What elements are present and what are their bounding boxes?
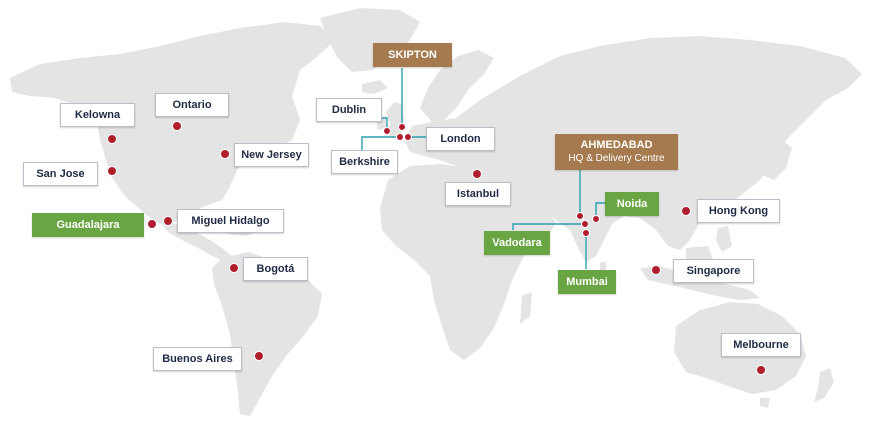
label-ahmedabad[interactable]: AHMEDABAD HQ & Delivery Centre: [555, 134, 678, 170]
noida-connector: [595, 202, 605, 219]
berkshire-connector: [361, 136, 403, 150]
berkshire-marker[interactable]: [396, 133, 404, 141]
philippines-landmass: [716, 226, 732, 252]
label-istanbul[interactable]: Istanbul: [445, 182, 511, 206]
label-buenos-aires[interactable]: Buenos Aires: [153, 347, 242, 371]
ahmedabad-subtitle: HQ & Delivery Centre: [568, 153, 665, 164]
connector-lines: [361, 68, 605, 269]
singapore-marker[interactable]: [651, 265, 661, 275]
new-jersey-marker[interactable]: [220, 149, 230, 159]
sri-lanka-landmass: [600, 262, 606, 272]
greenland-landmass: [320, 8, 420, 72]
label-guadalajara[interactable]: Guadalajara: [32, 213, 144, 237]
label-dublin[interactable]: Dublin: [316, 98, 382, 122]
label-singapore[interactable]: Singapore: [673, 259, 754, 283]
label-london[interactable]: London: [426, 127, 495, 151]
san-jose-marker[interactable]: [107, 166, 117, 176]
southeast-asia-islands: [640, 266, 760, 300]
label-new-jersey[interactable]: New Jersey: [234, 143, 309, 167]
kelowna-marker[interactable]: [107, 134, 117, 144]
ahmedabad-title: AHMEDABAD: [580, 139, 653, 151]
guadalajara-marker[interactable]: [147, 219, 157, 229]
ontario-marker[interactable]: [172, 121, 182, 131]
tasmania-landmass: [760, 398, 770, 408]
label-vadodara[interactable]: Vadodara: [484, 231, 550, 255]
label-noida[interactable]: Noida: [605, 192, 659, 216]
new-zealand-landmass: [814, 368, 834, 402]
ahmedabad-marker[interactable]: [576, 212, 584, 220]
melbourne-marker[interactable]: [756, 365, 766, 375]
buenos-aires-marker[interactable]: [254, 351, 264, 361]
skipton-marker[interactable]: [398, 123, 406, 131]
hong-kong-marker[interactable]: [681, 206, 691, 216]
label-hong-kong[interactable]: Hong Kong: [697, 199, 780, 223]
istanbul-marker[interactable]: [472, 169, 482, 179]
label-bogota[interactable]: Bogotá: [243, 257, 308, 281]
dublin-connector: [382, 117, 388, 131]
madagascar-landmass: [520, 292, 532, 324]
london-marker[interactable]: [404, 133, 412, 141]
label-miguel-hidalgo[interactable]: Miguel Hidalgo: [177, 209, 284, 233]
africa-landmass: [380, 164, 536, 360]
vadodara-marker[interactable]: [581, 220, 589, 228]
japan-landmass: [764, 140, 792, 180]
label-kelowna[interactable]: Kelowna: [60, 103, 135, 127]
mumbai-marker[interactable]: [582, 229, 590, 237]
south-america-landmass: [212, 252, 322, 416]
label-mumbai[interactable]: Mumbai: [558, 270, 616, 294]
scandinavia-landmass: [420, 50, 494, 122]
label-san-jose[interactable]: San Jose: [23, 162, 98, 186]
label-melbourne[interactable]: Melbourne: [721, 333, 801, 357]
label-ontario[interactable]: Ontario: [155, 93, 229, 117]
bogota-marker[interactable]: [229, 263, 239, 273]
label-skipton[interactable]: SKIPTON: [373, 43, 452, 67]
noida-marker[interactable]: [592, 215, 600, 223]
miguel-hidalgo-marker[interactable]: [163, 216, 173, 226]
dublin-marker[interactable]: [383, 127, 391, 135]
iceland-landmass: [362, 80, 388, 94]
label-berkshire[interactable]: Berkshire: [331, 150, 398, 174]
vadodara-connector: [512, 223, 585, 230]
